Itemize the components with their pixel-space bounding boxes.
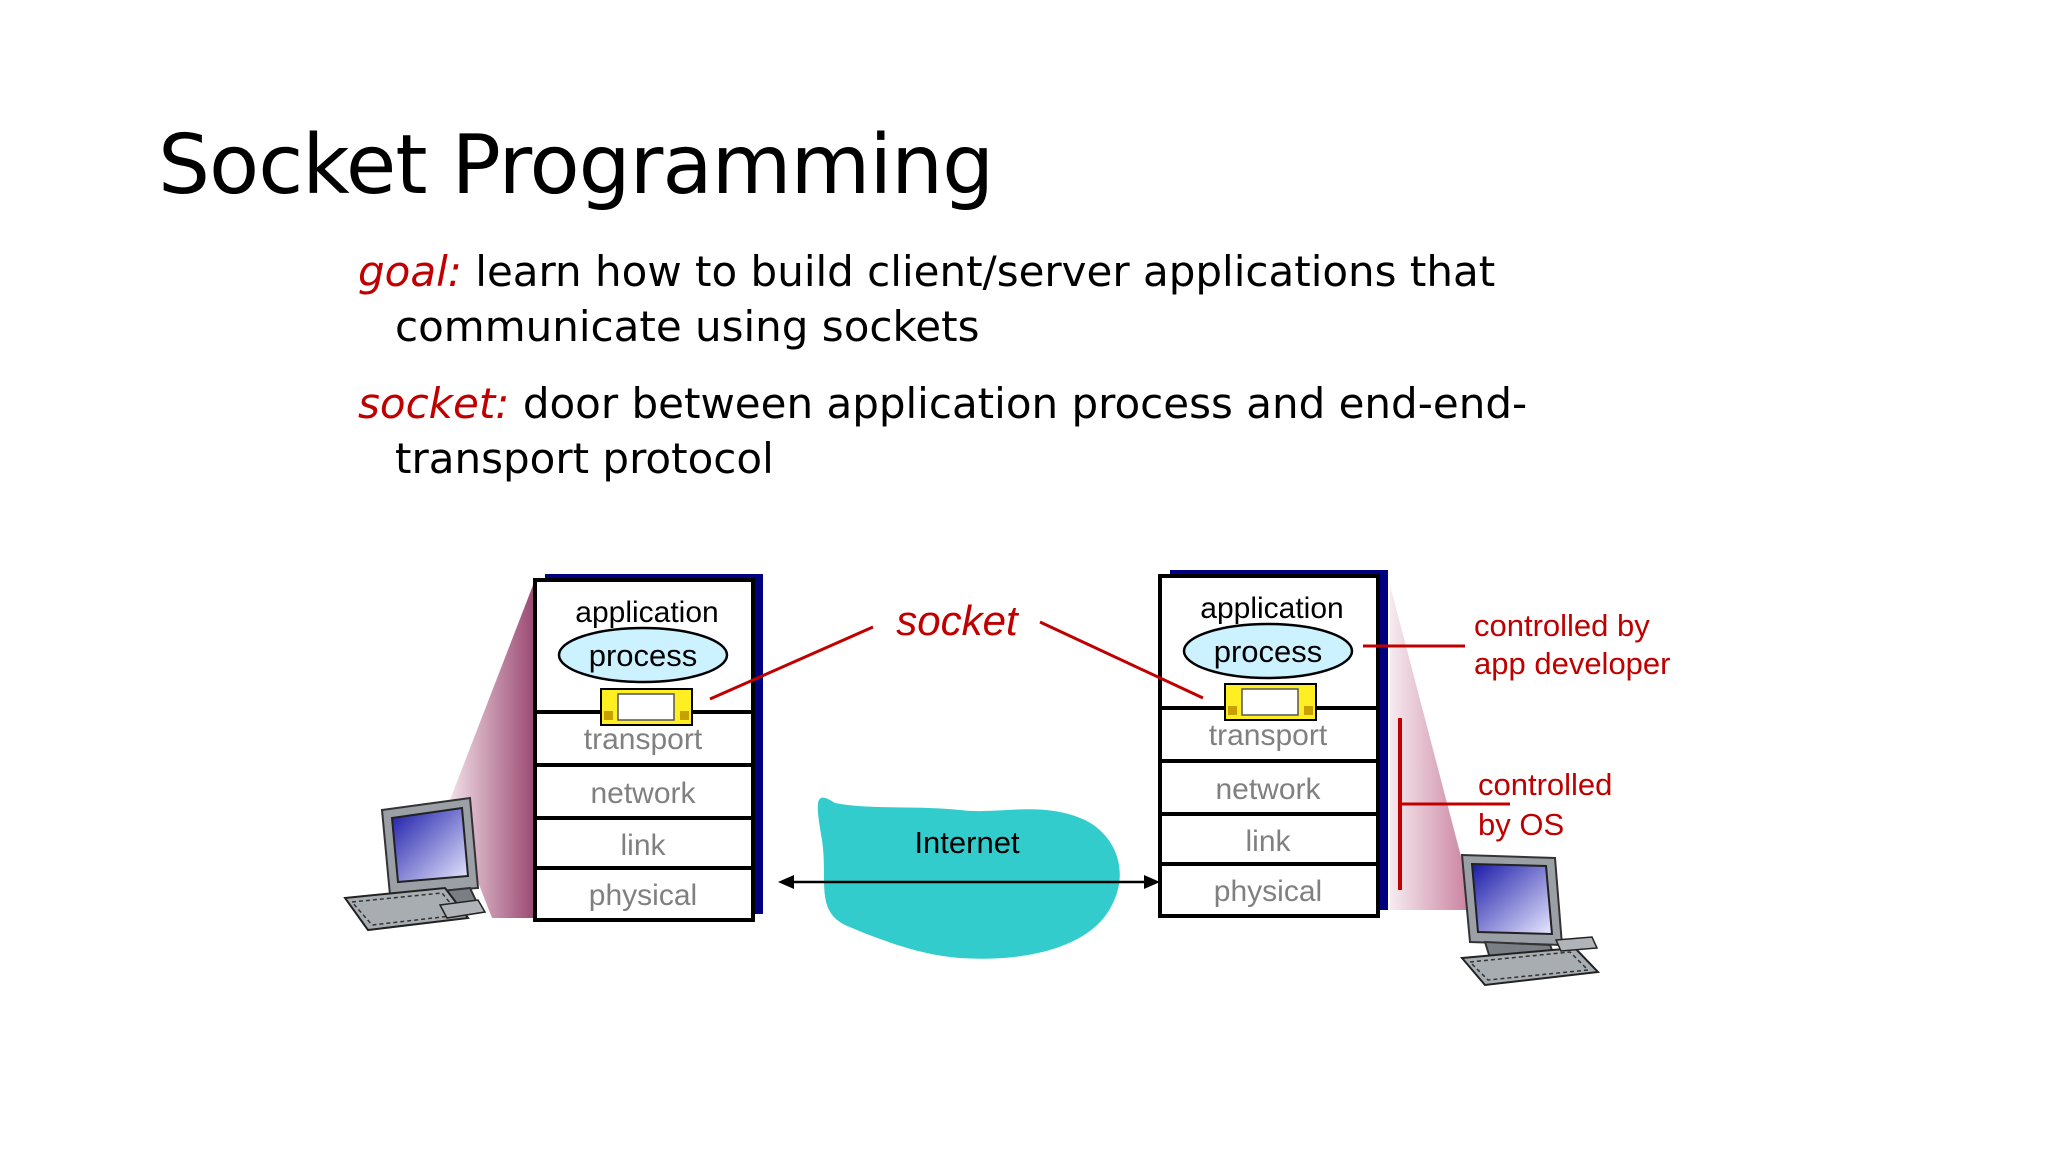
bullet-socket: socket: door between application process… [358, 376, 1598, 486]
bullet-term: socket: [358, 379, 510, 428]
internet-arrow [778, 875, 1160, 889]
right-layer-transport: transport [1209, 719, 1328, 752]
right-app-label: application [1200, 592, 1343, 625]
left-host: application process transport network li… [343, 574, 763, 932]
internet-cloud [817, 797, 1120, 959]
right-host-cone [1390, 585, 1475, 910]
socket-pointer-left [709, 625, 874, 701]
computer-icon [1459, 853, 1601, 987]
left-process-oval [557, 626, 729, 684]
right-process-oval [1182, 622, 1354, 680]
annotation-app-developer-line1: controlled by [1474, 608, 1650, 643]
bullet-goal: goal: learn how to build client/server a… [358, 244, 1598, 354]
computer-icon [343, 796, 487, 932]
socket-pointer-right [1039, 620, 1204, 700]
right-layer-network: network [1215, 773, 1321, 806]
bullet-term: goal: [358, 247, 462, 296]
left-layer-transport: transport [584, 723, 703, 756]
right-layer-physical: physical [1214, 875, 1322, 908]
right-layer-link: link [1245, 825, 1291, 858]
right-socket-door [1224, 683, 1317, 721]
annotation-app-developer-line2: app developer [1474, 646, 1671, 681]
left-app-label: application [575, 596, 718, 629]
left-process-label: process [589, 638, 698, 673]
left-socket-door [600, 688, 693, 726]
internet-label: Internet [914, 825, 1020, 860]
bullet-text: door between application process and end… [395, 379, 1528, 483]
right-process-label: process [1214, 634, 1323, 669]
annotation-os-line1: controlled [1478, 767, 1612, 802]
bullet-text: learn how to build client/server applica… [395, 247, 1496, 351]
bullet-list: goal: learn how to build client/server a… [358, 244, 1598, 508]
socket-label: socket [896, 597, 1020, 644]
left-layer-link: link [620, 829, 666, 862]
left-layer-network: network [590, 777, 696, 810]
left-layer-physical: physical [589, 879, 697, 912]
right-host: application process transport network li… [1158, 570, 1601, 987]
slide-title: Socket Programming [158, 118, 994, 213]
annotation-os-line2: by OS [1478, 807, 1564, 842]
